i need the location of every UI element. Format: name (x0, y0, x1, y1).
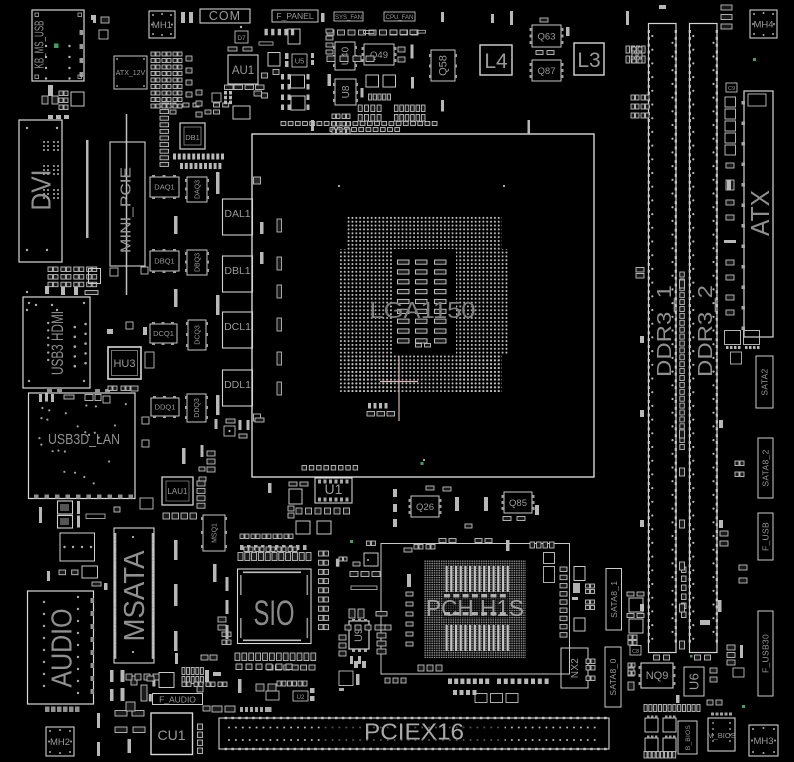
svg-text:NQ9: NQ9 (646, 670, 669, 682)
svg-text:DAQ1: DAQ1 (154, 183, 174, 192)
svg-text:CPU_FAN: CPU_FAN (386, 15, 414, 21)
svg-text:MH4: MH4 (753, 20, 773, 31)
svg-text:KB_MS_USB: KB_MS_USB (33, 21, 47, 69)
svg-text:DDQ3: DDQ3 (194, 398, 201, 418)
svg-text:MH1: MH1 (152, 20, 172, 31)
svg-text:D7: D7 (237, 35, 246, 42)
svg-text:SYS_FAN: SYS_FAN (335, 15, 362, 21)
svg-text:C8: C8 (632, 649, 639, 655)
svg-text:F_AUDIO: F_AUDIO (159, 695, 196, 705)
svg-text:DDR3_1: DDR3_1 (654, 285, 676, 377)
svg-text:F_USB: F_USB (761, 522, 771, 551)
svg-text:PCIEX16: PCIEX16 (364, 719, 464, 745)
svg-text:USB3D_LAN: USB3D_LAN (48, 431, 120, 448)
svg-text:MH2: MH2 (50, 737, 70, 748)
svg-text:DBQ1: DBQ1 (154, 257, 174, 266)
svg-text:HU3: HU3 (113, 358, 135, 370)
svg-text:USB3 HDMI: USB3 HDMI (48, 311, 67, 375)
svg-text:MINI_PCIE: MINI_PCIE (119, 167, 135, 253)
svg-text:Q58: Q58 (438, 55, 450, 76)
svg-text:MH3: MH3 (753, 736, 773, 747)
svg-text:AU1: AU1 (232, 65, 254, 77)
svg-text:PCH H1S: PCH H1S (426, 595, 524, 621)
svg-text:AUDIO: AUDIO (47, 609, 79, 688)
svg-text:F_PANEL: F_PANEL (276, 11, 313, 21)
svg-text:U5: U5 (295, 57, 305, 66)
svg-text:DBQ3: DBQ3 (195, 253, 202, 272)
svg-text:M_BIOS: M_BIOS (707, 731, 735, 740)
svg-text:C9: C9 (728, 86, 735, 92)
svg-text:CU1: CU1 (157, 727, 185, 743)
svg-text:Q85: Q85 (509, 498, 527, 509)
svg-text:DCQ3: DCQ3 (195, 325, 202, 345)
svg-text:L3: L3 (577, 49, 600, 72)
svg-text:U9: U9 (353, 628, 365, 642)
svg-text:U1: U1 (325, 481, 343, 497)
svg-text:Q49: Q49 (370, 50, 388, 61)
svg-text:Q26: Q26 (416, 502, 434, 513)
svg-text:DB1: DB1 (185, 133, 200, 142)
svg-text:SIO: SIO (254, 594, 295, 633)
svg-text:L4: L4 (484, 50, 508, 73)
svg-text:DDR3_2: DDR3_2 (695, 285, 717, 377)
svg-text:Q63: Q63 (538, 31, 556, 42)
svg-text:DCQ1: DCQ1 (153, 329, 174, 338)
svg-text:U6: U6 (687, 673, 702, 690)
svg-text:SATA8_2: SATA8_2 (761, 449, 771, 486)
svg-text:LGA1150: LGA1150 (370, 297, 476, 323)
svg-text:Q87: Q87 (538, 66, 556, 77)
svg-text:U2: U2 (297, 695, 305, 701)
svg-text:DDL1: DDL1 (224, 379, 251, 391)
svg-text:DVI: DVI (26, 170, 57, 211)
svg-text:LAU1: LAU1 (167, 487, 188, 496)
svg-text:DDQ1: DDQ1 (155, 403, 176, 412)
svg-text:NX2: NX2 (570, 658, 581, 678)
svg-text:MSATA: MSATA (119, 550, 151, 642)
svg-text:DBL1: DBL1 (224, 265, 250, 277)
svg-text:B_BIOS: B_BIOS (685, 725, 692, 751)
svg-text:SATA8_0: SATA8_0 (608, 658, 618, 695)
svg-text:DCL1: DCL1 (224, 321, 251, 333)
svg-text:COM: COM (209, 9, 241, 23)
svg-text:DAL1: DAL1 (224, 208, 250, 220)
svg-text:MSQ1: MSQ1 (212, 523, 219, 543)
svg-text:DAQ3: DAQ3 (195, 180, 202, 199)
svg-text:ATX: ATX (745, 190, 775, 236)
svg-text:F_USB30: F_USB30 (761, 634, 771, 673)
svg-text:SATA2: SATA2 (760, 368, 770, 395)
svg-text:SATA8_1: SATA8_1 (609, 581, 619, 618)
svg-text:U8: U8 (341, 85, 352, 98)
svg-text:ATX_12V: ATX_12V (116, 70, 146, 77)
